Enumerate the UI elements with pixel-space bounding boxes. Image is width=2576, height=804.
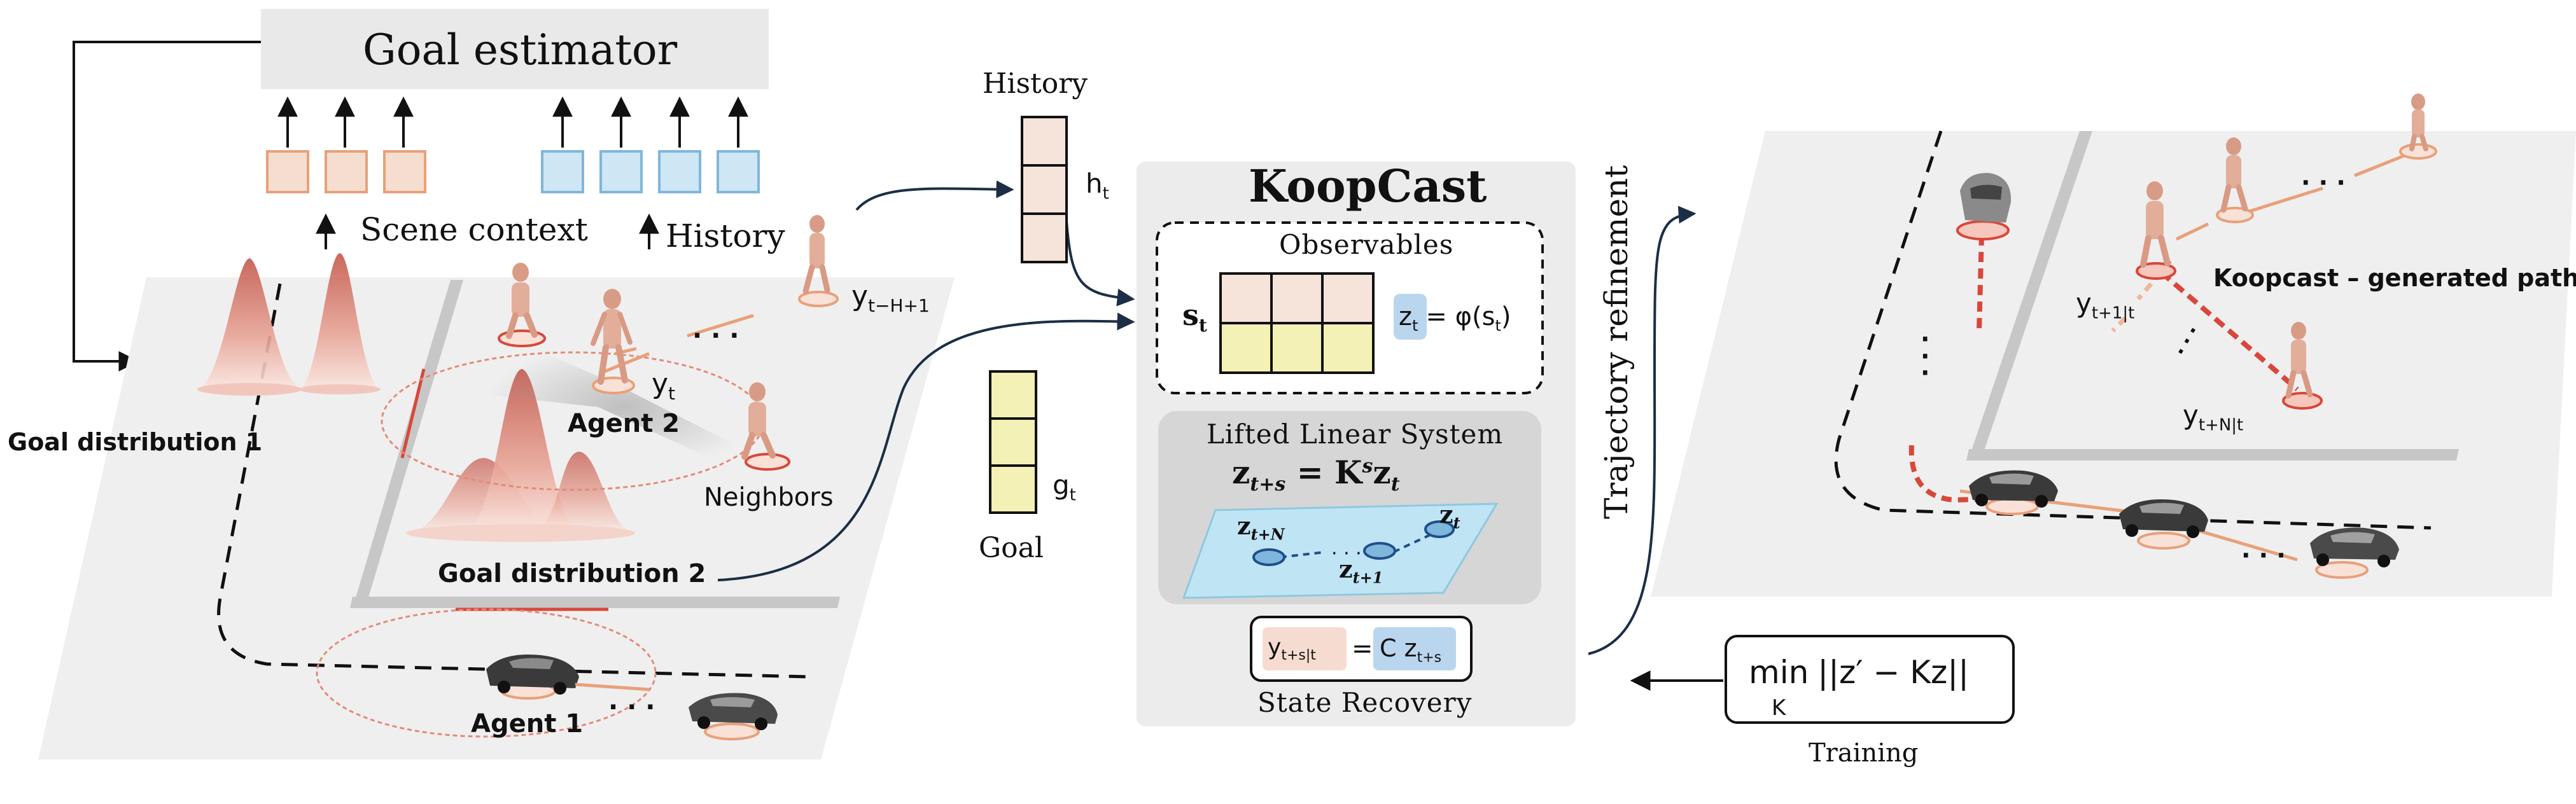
encoder-arrows: [277, 96, 748, 249]
agent-1-interaction-ellipse: [316, 608, 657, 738]
right-pedestrian-end: [2282, 322, 2323, 410]
state-recovery-label: State Recovery: [1257, 687, 1473, 718]
plane-z-tN-label: zt+N: [1237, 511, 1285, 544]
scene-context-label: Scene context: [360, 211, 588, 248]
recovery-cz-label: C zt+s: [1380, 634, 1442, 666]
attention-shading: [484, 343, 764, 471]
h-t-label: ht: [1086, 168, 1109, 204]
refinement-arrow: [1588, 205, 1697, 655]
g-t-label: gt: [1053, 469, 1076, 505]
history-column-label: History: [983, 67, 1088, 100]
lifted-system-title: Lifted Linear System: [1207, 419, 1504, 450]
right-pedestrian-current: [2136, 181, 2176, 280]
goal-peak-2b: [465, 369, 579, 532]
right-curb-horizontal: [1966, 449, 2459, 461]
lifted-plane: [1182, 502, 1499, 599]
generated-path-label: Koopcast – generated path: [2213, 264, 2576, 292]
history-input-arrow: [855, 180, 1014, 211]
right-pedestrian-1: [2399, 94, 2437, 160]
agent-1-history-trail: [575, 683, 650, 691]
plane-z-t-label: zt: [1439, 500, 1460, 532]
neighbors-label: Neighbors: [704, 483, 834, 512]
left-curb-red-mark: [400, 368, 426, 459]
s-t-grid: [1219, 272, 1375, 374]
goal-distribution-1-label: Goal distribution 1: [8, 428, 263, 456]
observables-title: Observables: [1279, 229, 1454, 260]
y-t-label: yt: [652, 368, 676, 404]
goal-peak-2c: [535, 452, 630, 532]
training-box: [1725, 635, 2015, 724]
lifted-system-equation: zt+s = Kszt: [1232, 454, 1400, 496]
goal-distribution-2-label: Goal distribution 2: [438, 559, 706, 588]
history-label: History: [666, 218, 785, 254]
pedestrian-agent-2: [591, 289, 635, 394]
agent-1-label: Agent 1: [471, 709, 584, 738]
left-trail-ellipsis: · · ·: [692, 321, 739, 350]
right-car-1: [1969, 470, 2058, 515]
pedestrian-neighbor-2: [741, 382, 790, 471]
plane-dots: · · ·: [1331, 543, 1362, 565]
goal-input-arrow: [717, 312, 1135, 581]
agent-1-path: [217, 283, 809, 679]
left-car-ellipsis: · · ·: [608, 693, 655, 722]
right-dashed-path: [1834, 130, 2432, 530]
plane-z-t1-label: zt+1: [1339, 555, 1383, 587]
history-to-koopcast-arrow: [1065, 221, 1135, 307]
feedback-arrow: [73, 41, 261, 371]
agent-2-label: Agent 2: [568, 409, 680, 438]
right-vertical-dots: ···: [1921, 325, 1930, 387]
goal-peak-1a: [197, 258, 302, 389]
right-curb-vertical: [1969, 131, 2092, 458]
trajectory-refinement-label: Trajectory refinement: [1598, 165, 1635, 519]
y-t-h1-label: yt−H+1: [851, 280, 930, 316]
scene-context-encodings: [266, 150, 426, 193]
koopcast-title: KoopCast: [1249, 160, 1487, 212]
goal-column-label: Goal: [979, 532, 1044, 564]
recovery-y-highlight: [1263, 627, 1347, 670]
goal-column: [989, 370, 1037, 514]
right-pedestrian-2: [2216, 137, 2254, 223]
z-t-equation: zt= φ(st): [1399, 302, 1511, 335]
right-trail-dots: · · ·: [2301, 169, 2346, 197]
lifted-trajectory: [1252, 520, 1455, 566]
recovery-equals: =: [1352, 634, 1373, 663]
goal-estimator-box: [261, 9, 769, 89]
recovery-z-highlight: [1373, 627, 1456, 670]
left-curb-vertical: [353, 280, 463, 608]
training-label: Training: [1809, 738, 1919, 768]
goal-estimator-title: Goal estimator: [363, 25, 678, 74]
y-t1-label: yt+1|t: [2076, 288, 2135, 323]
right-car-dots: · · ·: [2241, 541, 2286, 569]
z-t-highlight: [1394, 294, 1427, 340]
recovery-y-label: yt+s|t: [1268, 634, 1316, 664]
right-car-3: [2310, 527, 2399, 579]
pedestrian-history-start: [798, 215, 839, 307]
car-agent-1: [486, 654, 579, 700]
history-encodings: [541, 150, 760, 193]
car-agent-1-history: [689, 693, 778, 740]
history-column: [1021, 116, 1068, 263]
left-curb-horizontal: [350, 597, 840, 608]
right-car-2: [2119, 499, 2208, 550]
s-t-label: st: [1182, 298, 1207, 336]
y-tN-label: yt+N|t: [2183, 399, 2244, 435]
goal-peak-1b: [299, 253, 381, 389]
right-car-predicted-curve: [1908, 445, 2005, 503]
pedestrian-neighbor-1: [498, 263, 546, 347]
right-car-top: [1956, 172, 2012, 240]
right-ground-plane: [1651, 131, 2576, 597]
